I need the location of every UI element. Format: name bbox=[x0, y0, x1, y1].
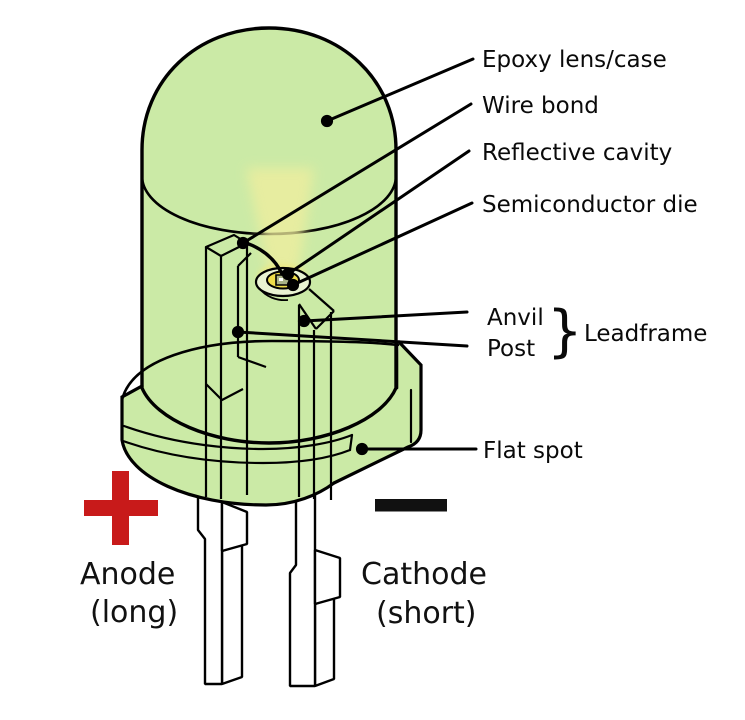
flange-top-rim bbox=[120, 339, 400, 402]
leader-dot-wire-bond bbox=[236, 236, 250, 250]
leader-wire-bond bbox=[241, 102, 473, 245]
anvil-ramp-edge-3 bbox=[237, 355, 267, 369]
label-semiconductor-die: Semiconductor die bbox=[482, 192, 698, 218]
leader-reflective-cavity bbox=[286, 149, 471, 276]
label-anode-note: (long) bbox=[90, 595, 178, 630]
label-flat-spot: Flat spot bbox=[483, 438, 583, 464]
reflective-cup-inner-arc bbox=[258, 287, 289, 302]
label-wire-bond: Wire bond bbox=[482, 93, 599, 119]
die-highlight bbox=[279, 278, 283, 281]
anode-lead bbox=[196, 474, 249, 686]
facet-band-join bbox=[348, 433, 354, 452]
cathode-lead-kink bbox=[313, 548, 342, 606]
leader-dot-post bbox=[231, 325, 245, 339]
leader-dot-epoxy bbox=[320, 114, 334, 128]
flange-band-upper bbox=[122, 424, 354, 451]
post-notch bbox=[205, 383, 244, 402]
label-anvil: Anvil bbox=[487, 305, 544, 331]
anvil-ramp-edge-1 bbox=[237, 252, 252, 267]
anode-lead-kink bbox=[220, 500, 249, 553]
anvil-edge-top bbox=[308, 288, 335, 312]
flat-spot-facet-edge bbox=[332, 340, 423, 485]
cathode-lead-front-face bbox=[288, 474, 317, 688]
leader-anvil bbox=[302, 310, 469, 323]
flange-band-lower bbox=[121, 439, 352, 465]
label-cathode: Cathode bbox=[361, 557, 487, 592]
leader-dot-anvil bbox=[297, 314, 311, 328]
leader-dot-reflective-cavity bbox=[281, 267, 295, 281]
flange-outline bbox=[120, 339, 423, 507]
leader-post bbox=[236, 330, 469, 348]
label-leadframe: Leadframe bbox=[584, 321, 707, 347]
plus-icon: + bbox=[84, 471, 158, 545]
minus-icon: − bbox=[375, 499, 447, 512]
leadframe-brace: } bbox=[547, 299, 583, 364]
leader-dot-flat-spot bbox=[355, 442, 369, 456]
cathode-lead-side-face bbox=[313, 595, 336, 688]
cathode-lead bbox=[288, 474, 342, 688]
flange-left-wall bbox=[120, 384, 336, 507]
label-cathode-note: (short) bbox=[376, 596, 477, 631]
anode-lead-side-face bbox=[220, 542, 244, 686]
leader-lines bbox=[231, 57, 478, 456]
anode-lead-front-face bbox=[196, 474, 224, 686]
leader-epoxy bbox=[325, 57, 475, 123]
label-epoxy-lens-case: Epoxy lens/case bbox=[482, 47, 667, 73]
label-post: Post bbox=[487, 336, 535, 362]
label-anode: Anode bbox=[80, 557, 175, 592]
leader-semiconductor-die bbox=[291, 201, 474, 287]
label-reflective-cavity: Reflective cavity bbox=[482, 140, 672, 166]
leader-dot-semiconductor-die bbox=[286, 278, 300, 292]
